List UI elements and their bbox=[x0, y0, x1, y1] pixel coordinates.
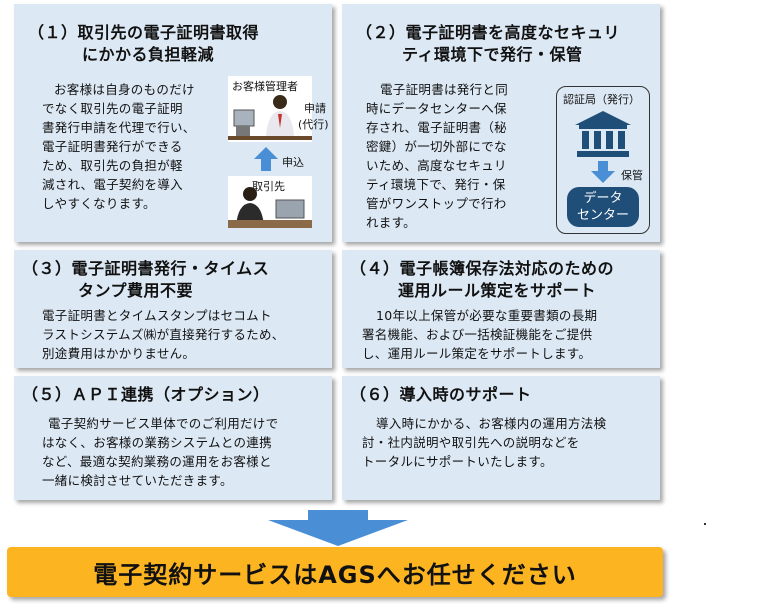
admin-person-icon bbox=[228, 95, 312, 140]
card-1-title: （１）取引先の電子証明書取得 にかかる負担軽減 bbox=[28, 23, 260, 64]
up-arrow-icon bbox=[254, 147, 278, 171]
card-6-title: （６）導入時のサポート bbox=[350, 385, 532, 404]
down-arrow-icon bbox=[591, 161, 615, 183]
partner-person-icon bbox=[228, 187, 312, 228]
card-4: （４）電子帳簿保存法対応のための 運用ルール策定をサポート 10年以上保管が必要… bbox=[342, 250, 660, 368]
datacenter-badge: データ センター bbox=[567, 187, 639, 227]
card-5-title: （５）ＡＰＩ連携（オプション） bbox=[22, 385, 270, 404]
bank-icon bbox=[575, 111, 631, 157]
card-2: （２）電子証明書を高度なセキュリ ティ環境下で発行・保管 電子証明書は発行と同 … bbox=[342, 4, 660, 242]
card-2-body: 電子証明書は発行と同 時にデータセンターへ保 存され、電子証明書（秘 密鍵）が一… bbox=[366, 82, 509, 230]
big-down-arrow-icon bbox=[268, 510, 408, 546]
card-3-title: （３）電子証明書発行・タイムス タンプ費用不要 bbox=[22, 259, 270, 300]
partner-photo: 取引先 bbox=[228, 176, 312, 228]
card-4-body: 10年以上保管が必要な重要書類の長期 署名機能、および一括検証機能をご提供 し、… bbox=[362, 308, 598, 361]
card-1-body: お客様は自身のものだけ でなく取引先の電子証明 書発行申請を代理で行い、 電子証… bbox=[42, 82, 196, 211]
card-5-body: 電子契約サービス単体でのご利用だけで はなく、お客様の業務システムとの連携 など… bbox=[42, 416, 279, 488]
proxy-label: (代行) bbox=[298, 118, 329, 131]
card-5: （５）ＡＰＩ連携（オプション） 電子契約サービス単体でのご利用だけで はなく、お… bbox=[14, 376, 332, 500]
admin-photo: お客様管理者 bbox=[228, 76, 312, 142]
cta-banner: 電子契約サービスはAGSへお任せください bbox=[7, 547, 663, 597]
apply-label: 申請 bbox=[304, 102, 326, 115]
admin-label: お客様管理者 bbox=[232, 80, 298, 93]
submit-label: 申込 bbox=[282, 156, 304, 169]
card-2-title: （２）電子証明書を高度なセキュリ ティ環境下で発行・保管 bbox=[356, 23, 621, 64]
cta-banner-text: 電子契約サービスはAGSへお任せください bbox=[93, 560, 577, 589]
ca-box: 認証局（発行） 保管 データ センター bbox=[556, 86, 650, 234]
card-3: （３）電子証明書発行・タイムス タンプ費用不要 電子証明書とタイムスタンプはセコ… bbox=[14, 250, 332, 368]
ca-label: 認証局（発行） bbox=[563, 93, 640, 106]
dot bbox=[704, 523, 706, 525]
card-3-body: 電子証明書とタイムスタンプはセコムト ラストシステムズ㈱が直接発行するため、 別… bbox=[42, 308, 285, 361]
partner-label: 取引先 bbox=[252, 180, 285, 193]
card-6-body: 導入時にかかる、お客様内の運用方法検 討・社内説明や取引先への説明などを トータ… bbox=[362, 416, 607, 469]
store-label: 保管 bbox=[621, 169, 643, 182]
card-1: （１）取引先の電子証明書取得 にかかる負担軽減 お客様は自身のものだけ でなく取… bbox=[14, 4, 332, 242]
card-6: （６）導入時のサポート 導入時にかかる、お客様内の運用方法検 討・社内説明や取引… bbox=[342, 376, 660, 500]
card-4-title: （４）電子帳簿保存法対応のための 運用ルール策定をサポート bbox=[350, 259, 615, 300]
